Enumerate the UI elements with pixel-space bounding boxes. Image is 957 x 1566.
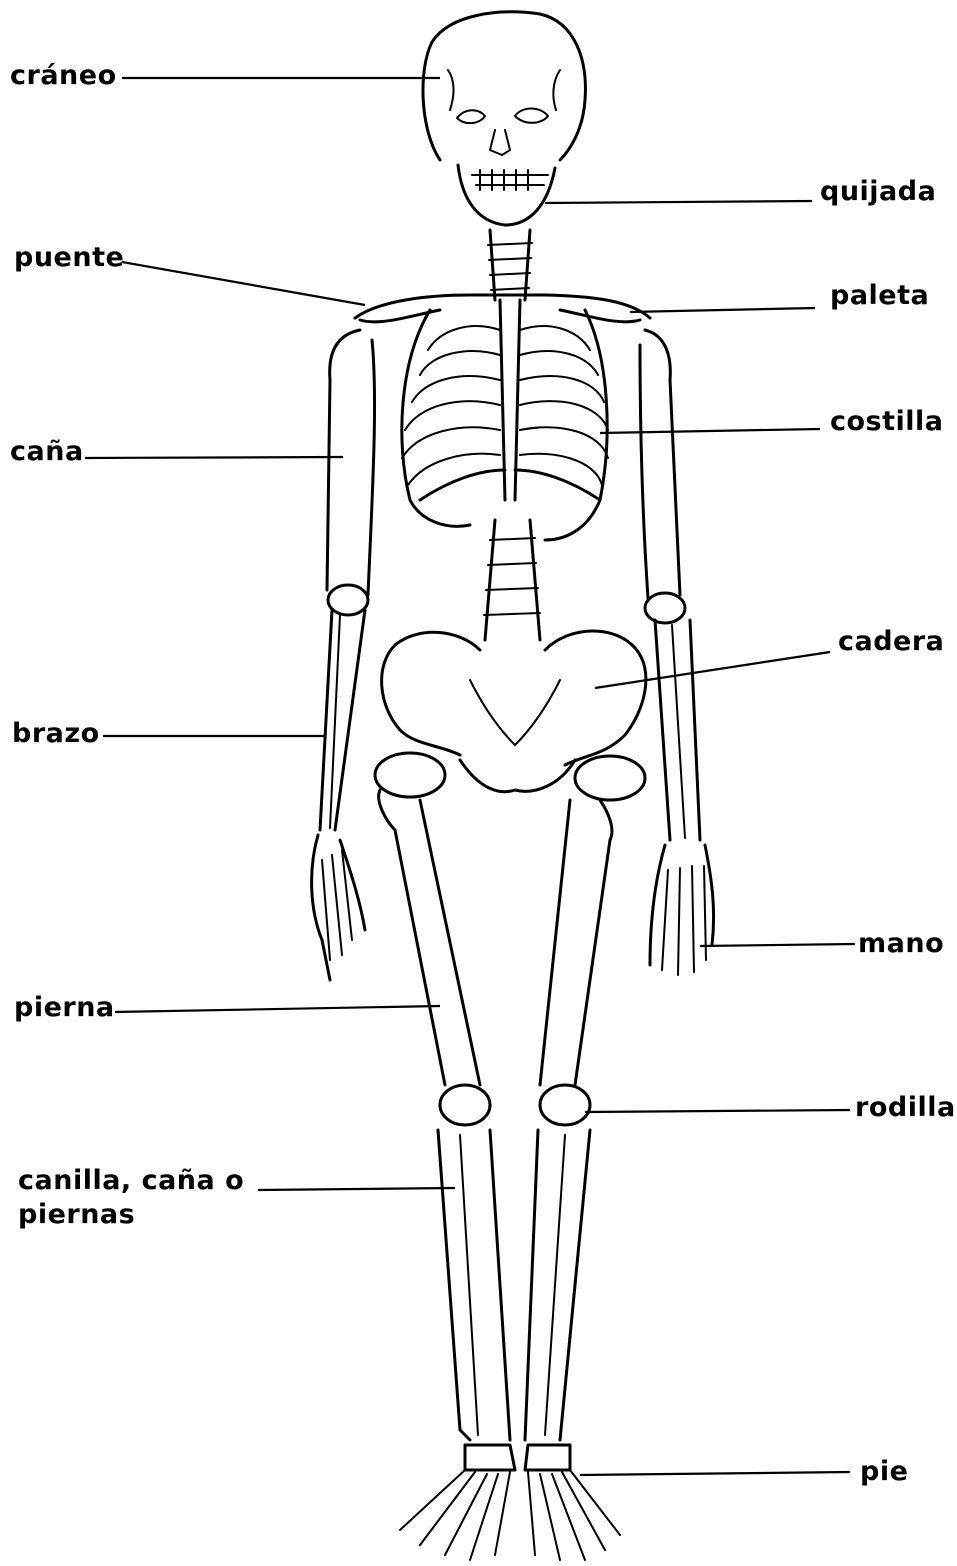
label-quijada: quijada [820, 176, 936, 208]
leader-mano [700, 944, 855, 946]
label-puente: puente [14, 242, 124, 274]
leader-canilla [258, 1188, 455, 1190]
lumbar-spine [484, 520, 540, 640]
leader-costilla [600, 429, 820, 433]
pelvis [375, 631, 646, 800]
leader-quijada [545, 201, 812, 203]
label-canilla-line2: piernas [18, 1200, 135, 1230]
leader-rodilla [585, 1110, 850, 1112]
label-brazo: brazo [12, 718, 100, 750]
neck [488, 230, 532, 300]
label-mano: mano [858, 928, 944, 960]
label-cadera: cadera [838, 626, 944, 658]
leader-pie [580, 1472, 850, 1475]
left-leg [379, 790, 515, 1560]
label-costilla: costilla [830, 406, 944, 438]
leader-pierna [115, 1006, 440, 1012]
right-leg [525, 800, 620, 1560]
label-canilla-line1: canilla, caña o [18, 1166, 244, 1196]
ribcage [402, 300, 608, 540]
label-paleta: paleta [830, 280, 929, 312]
label-pie: pie [860, 1456, 908, 1488]
leader-cana [85, 457, 343, 458]
label-craneo: cráneo [10, 60, 117, 92]
label-rodilla: rodilla [855, 1092, 956, 1124]
skull [423, 12, 585, 225]
leader-cadera [595, 652, 830, 688]
label-cana: caña [10, 436, 84, 468]
label-pierna: pierna [14, 992, 115, 1024]
shoulders [355, 295, 650, 322]
left-arm [312, 330, 375, 980]
leader-puente [122, 262, 365, 305]
leader-lines [85, 78, 855, 1475]
right-arm [640, 330, 714, 975]
leader-paleta [630, 308, 815, 312]
